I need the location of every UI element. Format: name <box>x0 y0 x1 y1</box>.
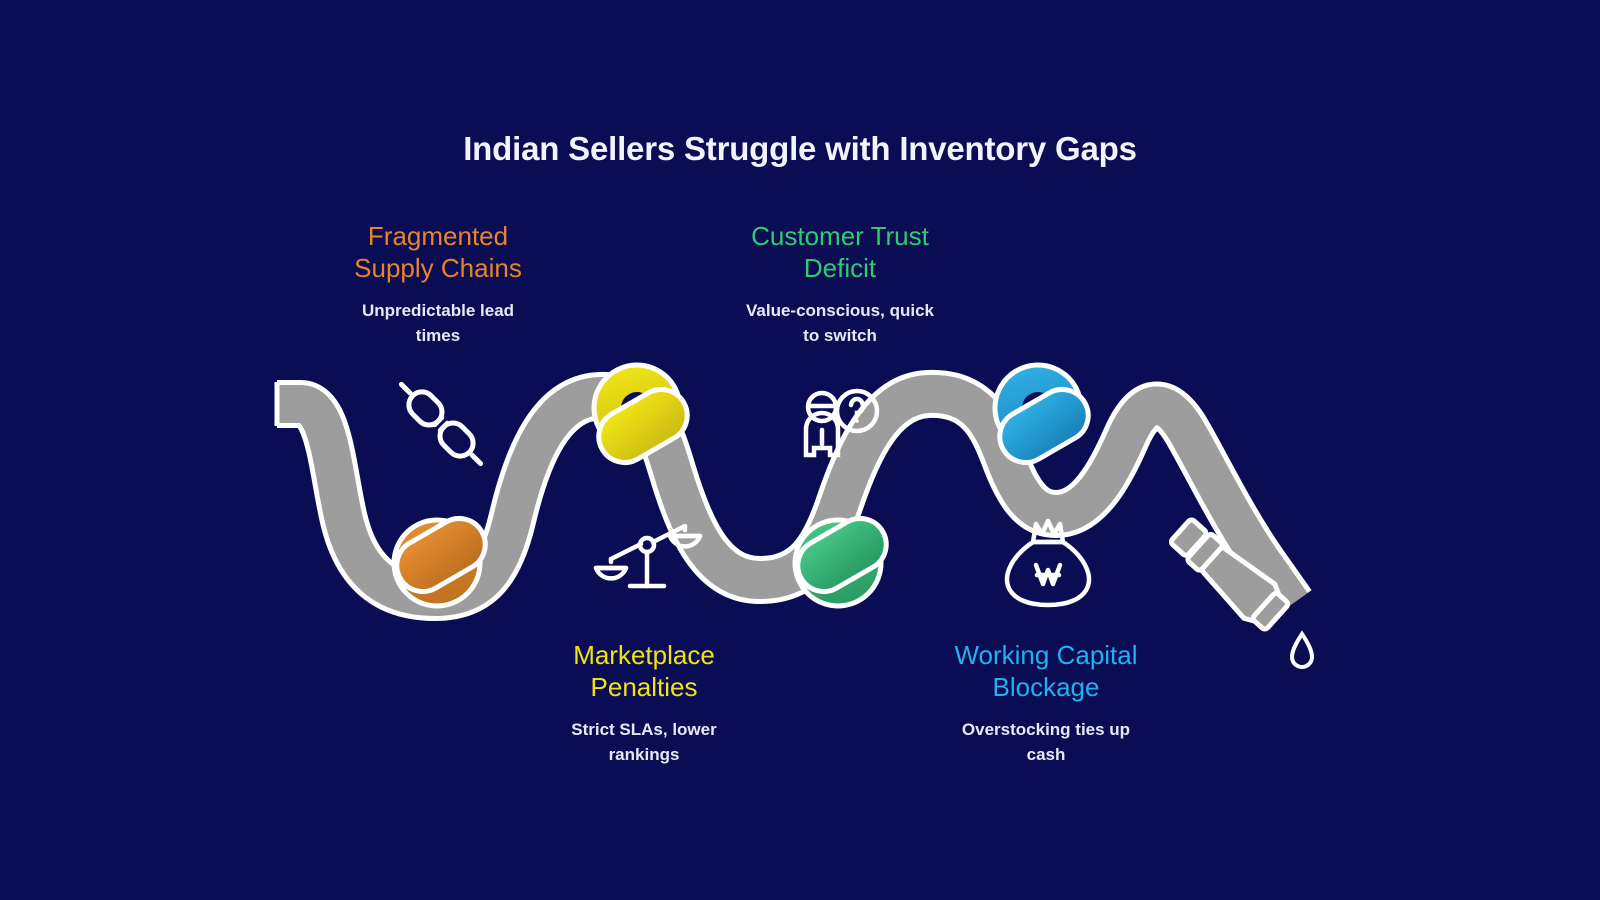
knot-marketplace <box>591 362 690 465</box>
pain-point-subtitle: Unpredictable lead times <box>361 301 515 345</box>
pain-point-marketplace-penalties: Marketplace Penalties Strict SLAs, lower… <box>532 639 756 767</box>
pain-point-subtitle: Strict SLAs, lower rankings <box>571 720 717 764</box>
pain-point-title: Fragmented Supply Chains <box>354 221 522 283</box>
broken-chain-icon <box>398 381 484 467</box>
pain-point-title: Customer Trust Deficit <box>751 221 929 283</box>
person-question-icon <box>803 388 880 458</box>
balance-scale-icon <box>593 523 703 589</box>
hose-nozzle-icon <box>1168 517 1315 669</box>
pain-point-subtitle: Value-conscious, quick to switch <box>745 301 934 345</box>
pain-point-title: Working Capital Blockage <box>954 640 1138 702</box>
pain-point-working-capital-blockage: Working Capital Blockage Overstocking ti… <box>934 639 1158 767</box>
water-droplet-icon <box>1289 630 1315 669</box>
pain-point-subtitle: Overstocking ties up cash <box>961 720 1131 764</box>
money-bag-icon <box>1004 518 1092 608</box>
knot-working-capital <box>992 362 1091 465</box>
knot-customer-trust <box>792 516 889 609</box>
pain-point-title: Marketplace Penalties <box>573 640 715 702</box>
knot-supply-chain <box>391 516 488 609</box>
page-title: Indian Sellers Struggle with Inventory G… <box>463 130 1137 167</box>
pain-point-fragmented-supply-chains: Fragmented Supply Chains Unpredictable l… <box>326 220 550 348</box>
pain-point-customer-trust-deficit: Customer Trust Deficit Value-conscious, … <box>728 220 952 348</box>
